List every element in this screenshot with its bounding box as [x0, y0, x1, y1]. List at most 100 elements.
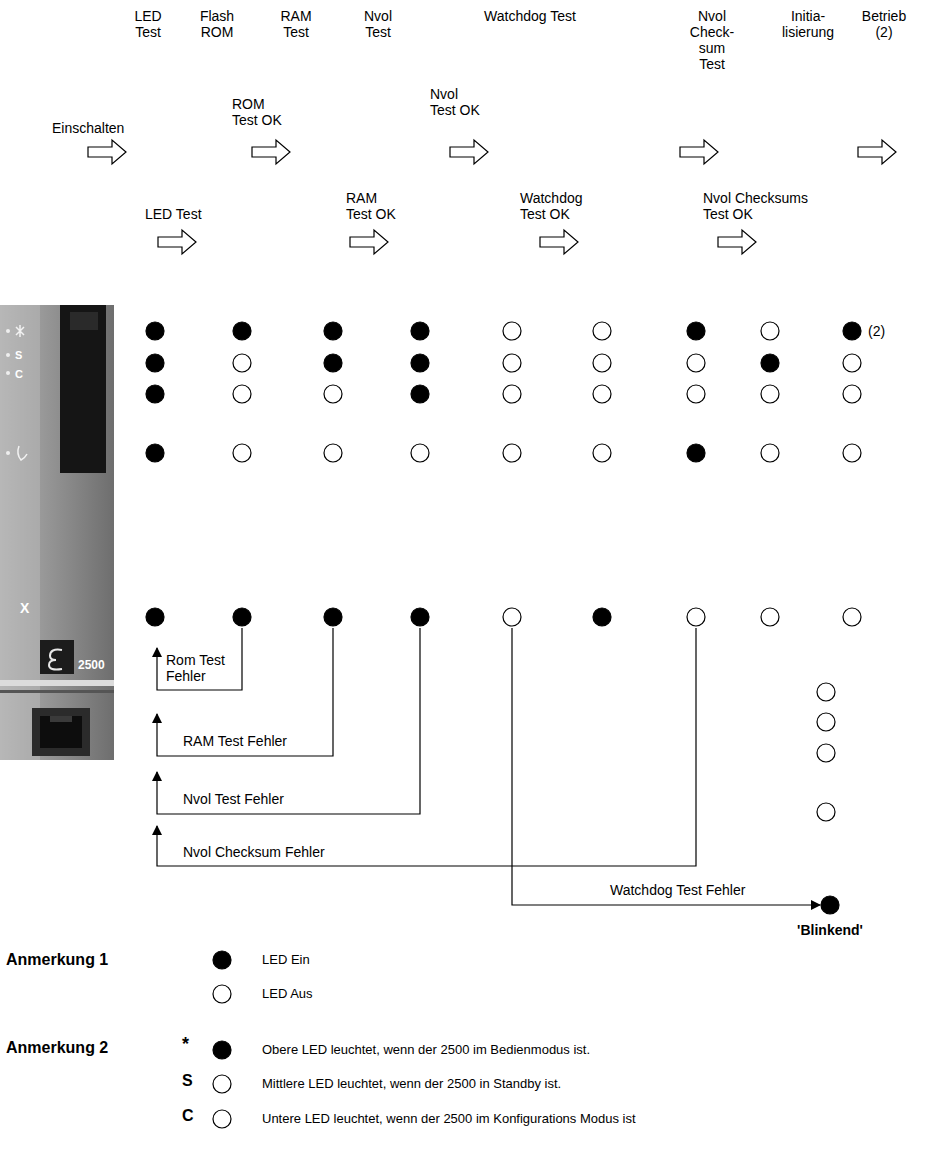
led-state: [146, 322, 164, 340]
device-marking: C: [15, 366, 23, 382]
device-marking: S: [15, 347, 22, 363]
led-state: [593, 608, 611, 626]
error-return-lines: [157, 628, 820, 905]
legend-sample: [213, 1075, 231, 1093]
step-label: RAM Test OK: [346, 190, 402, 222]
led-symbol: *: [182, 1036, 189, 1052]
led-state: [146, 354, 164, 372]
led-state: [761, 354, 779, 372]
led-state: [593, 354, 611, 372]
led-grid: [146, 322, 861, 914]
legend-text: Obere LED leuchtet, wenn der 2500 im Bed…: [262, 1042, 590, 1058]
led-state: [324, 354, 342, 372]
led-state: [411, 354, 429, 372]
led-state: [233, 385, 251, 403]
step-arrow: [450, 140, 488, 164]
column-header: Nvol Test: [356, 8, 401, 40]
led-state: [817, 713, 835, 731]
note-heading: Anmerkung 2: [6, 1040, 108, 1056]
step-label: Nvol Checksums Test OK: [703, 190, 817, 222]
led-state: [411, 322, 429, 340]
led-state: [817, 683, 835, 701]
device-illustration: [0, 305, 114, 760]
led-state: [593, 444, 611, 462]
column-header: Betrieb (2): [859, 8, 909, 40]
legend-sample: [213, 1041, 231, 1059]
legend-sample: [213, 1110, 231, 1128]
step-arrow: [858, 140, 896, 164]
device-marking: 2500: [78, 657, 105, 673]
led-state: [593, 385, 611, 403]
error-label: Nvol Checksum Fehler: [183, 844, 325, 860]
led-state: [843, 385, 861, 403]
error-label: RAM Test Fehler: [183, 733, 287, 749]
sequence-arrows: [88, 140, 896, 254]
led-state: [687, 322, 705, 340]
column-header: Nvol Check-sum Test: [687, 8, 737, 72]
legend-text: LED Aus: [262, 986, 313, 1002]
led-state: [843, 444, 861, 462]
led-state: [761, 444, 779, 462]
led-state: [687, 385, 705, 403]
step-arrow: [88, 140, 126, 164]
column-header: Initia-lisierung: [779, 8, 837, 40]
led-state: [843, 608, 861, 626]
error-label: Watchdog Test Fehler: [610, 882, 745, 898]
blink-note: 'Blinkend': [797, 922, 863, 938]
legend-sample: [213, 985, 231, 1003]
led-state: [324, 322, 342, 340]
led-state: [503, 322, 521, 340]
led-state: [503, 354, 521, 372]
led-state: [503, 385, 521, 403]
step-label: Watchdog Test OK: [520, 190, 588, 222]
led-state: [233, 608, 251, 626]
led-blinking: [821, 896, 839, 914]
led-symbol: C: [182, 1108, 194, 1124]
led-state: [324, 385, 342, 403]
step-arrow: [350, 230, 388, 254]
led-state: [146, 444, 164, 462]
led-state: [411, 385, 429, 403]
led-state: [687, 608, 705, 626]
column-header: Watchdog Test: [484, 8, 576, 24]
led-state: [817, 744, 835, 762]
step-label: ROM Test OK: [232, 96, 288, 128]
legend-text: Untere LED leuchtet, wenn der 2500 im Ko…: [262, 1111, 636, 1127]
led-state: [233, 354, 251, 372]
led-state: [324, 444, 342, 462]
step-arrow: [680, 140, 718, 164]
led-state: [146, 608, 164, 626]
led-state: [761, 608, 779, 626]
led-state: [817, 803, 835, 821]
column-header: Flash ROM: [195, 8, 240, 40]
led-state: [843, 322, 861, 340]
led-state: [503, 608, 521, 626]
step-label: Nvol Test OK: [430, 86, 486, 118]
device-marking: X: [20, 600, 29, 616]
note-heading: Anmerkung 1: [6, 952, 108, 968]
led-state: [687, 354, 705, 372]
error-label: Rom Test Fehler: [166, 652, 232, 684]
led-state: [233, 444, 251, 462]
step-arrow: [540, 230, 578, 254]
led-state: [233, 322, 251, 340]
step-arrow: [718, 230, 756, 254]
step-arrow: [252, 140, 290, 164]
step-arrow: [158, 230, 196, 254]
led-state: [411, 608, 429, 626]
led-state: [503, 444, 521, 462]
led-symbol: S: [182, 1073, 193, 1089]
column-header: LED Test: [126, 8, 171, 40]
led-state: [146, 385, 164, 403]
error-label: Nvol Test Fehler: [183, 791, 284, 807]
step-label: LED Test: [145, 206, 202, 222]
legend-text: LED Ein: [262, 952, 310, 968]
led-state: [761, 385, 779, 403]
step-label: Einschalten: [52, 120, 124, 136]
legend-sample: [213, 951, 231, 969]
led-state: [843, 354, 861, 372]
led-state: [324, 608, 342, 626]
note-ref: (2): [868, 323, 885, 339]
